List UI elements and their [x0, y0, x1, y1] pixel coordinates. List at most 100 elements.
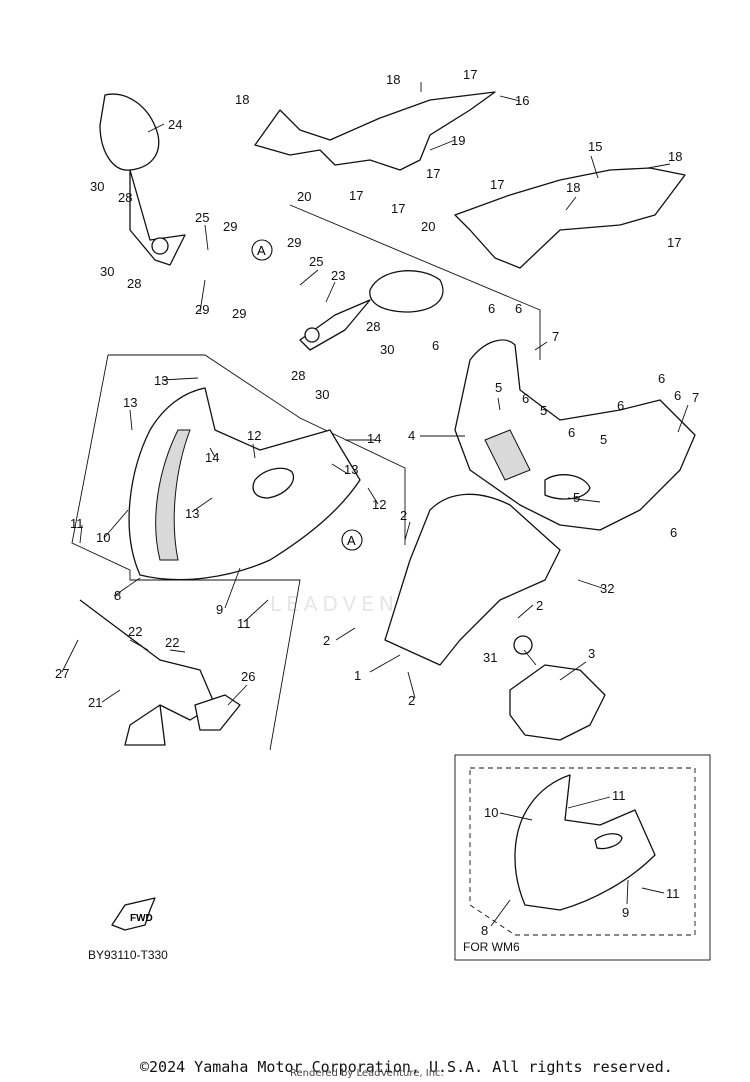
callout-6h: 6	[674, 388, 681, 403]
callout-23: 23	[331, 268, 345, 283]
callout-30d: 30	[315, 387, 329, 402]
reference-marker-a-upper: A	[251, 239, 273, 261]
callout-31: 31	[483, 650, 497, 665]
inset-callout-9: 9	[622, 905, 629, 920]
inset-callout-11b: 11	[666, 886, 680, 901]
callout-7a: 7	[552, 329, 559, 344]
callout-16: 16	[515, 93, 529, 108]
callout-6c: 6	[515, 301, 522, 316]
callout-18c: 18	[668, 149, 682, 164]
callout-11a: 11	[70, 516, 84, 531]
callout-29c: 29	[287, 235, 301, 250]
callout-6g: 6	[658, 371, 665, 386]
callout-11b: 11	[237, 616, 251, 631]
reference-marker-a-lower: A	[341, 529, 363, 551]
svg-text:A: A	[257, 243, 266, 258]
callout-5a: 5	[495, 380, 502, 395]
headlight-cover	[509, 635, 606, 741]
callout-12a: 12	[247, 428, 261, 443]
cowl-stay	[79, 599, 241, 746]
fwd-arrow-icon: FWD	[111, 897, 156, 931]
variant-label: FOR WM6	[463, 940, 520, 954]
callout-17b: 17	[349, 188, 363, 203]
callout-19: 19	[451, 133, 465, 148]
callouts: 1 2 2 2 2 3 4 5 5 5 5 6 6 6 6 6 6 6 6 6 …	[55, 67, 699, 710]
callout-20a: 20	[297, 189, 311, 204]
callout-6b: 6	[488, 301, 495, 316]
callout-28a: 28	[118, 190, 132, 205]
callout-17f: 17	[667, 235, 681, 250]
callout-6e: 6	[568, 425, 575, 440]
callout-17e: 17	[490, 177, 504, 192]
callout-6a: 6	[432, 338, 439, 353]
inset-callout-10: 10	[484, 805, 498, 820]
callout-2d: 2	[408, 693, 415, 708]
callout-5d: 5	[573, 490, 580, 505]
callout-13a: 13	[154, 373, 168, 388]
callout-13c: 13	[344, 462, 358, 477]
rendered-by-notice: Rendered by LeadVenture, Inc.	[290, 1068, 444, 1079]
callout-5c: 5	[600, 432, 607, 447]
inset-callout-11a: 11	[612, 788, 626, 803]
guide-frame-upper	[289, 204, 541, 360]
left-mirror	[99, 93, 186, 266]
callout-28b: 28	[127, 276, 141, 291]
callout-8: 8	[114, 588, 121, 603]
callout-2a: 2	[400, 508, 407, 523]
diagram-code: BY93110-T330	[88, 948, 168, 962]
callout-29d: 29	[232, 306, 246, 321]
callout-7b: 7	[692, 390, 699, 405]
inset-callout-8: 8	[481, 923, 488, 938]
callout-6d: 6	[522, 391, 529, 406]
callout-20b: 20	[421, 219, 435, 234]
leader-lines	[61, 82, 689, 706]
callout-30c: 30	[380, 342, 394, 357]
callout-3: 3	[588, 646, 595, 661]
callout-9: 9	[216, 602, 223, 617]
callout-12b: 12	[372, 497, 386, 512]
callout-28c: 28	[366, 319, 380, 334]
callout-17d: 17	[426, 166, 440, 181]
callout-5b: 5	[540, 403, 547, 418]
callout-32: 32	[600, 581, 614, 596]
callout-17c: 17	[391, 201, 405, 216]
fwd-label: FWD	[130, 913, 153, 924]
callout-18a: 18	[386, 72, 400, 87]
upper-inner-panel	[254, 91, 686, 269]
callout-17a: 17	[463, 67, 477, 82]
callout-6f: 6	[617, 398, 624, 413]
svg-text:A: A	[347, 533, 356, 548]
callout-29b: 29	[195, 302, 209, 317]
callout-27: 27	[55, 666, 69, 681]
callout-28d: 28	[291, 368, 305, 383]
callout-22b: 22	[165, 635, 179, 650]
callout-21: 21	[88, 695, 102, 710]
callout-13b: 13	[123, 395, 137, 410]
callout-22a: 22	[128, 624, 142, 639]
callout-1: 1	[354, 668, 361, 683]
callout-25b: 25	[309, 254, 323, 269]
callout-26: 26	[241, 669, 255, 684]
callout-25a: 25	[195, 210, 209, 225]
copyright-notice: ©2024 Yamaha Motor Corporation, U.S.A. A…	[140, 1058, 673, 1076]
windshield	[384, 493, 561, 666]
callout-18b: 18	[235, 92, 249, 107]
callout-30b: 30	[100, 264, 114, 279]
callout-6i: 6	[670, 525, 677, 540]
callout-15: 15	[588, 139, 602, 154]
callout-2b: 2	[536, 598, 543, 613]
callout-14a: 14	[205, 450, 219, 465]
callout-29a: 29	[223, 219, 237, 234]
front-cowl	[128, 387, 361, 581]
callout-10: 10	[96, 530, 110, 545]
lower-duct	[454, 339, 696, 531]
callout-14b: 14	[367, 431, 381, 446]
callout-24: 24	[168, 117, 182, 132]
variant-inset: 10 11 11 9 8	[454, 754, 711, 961]
right-mirror	[299, 270, 444, 351]
callout-4: 4	[408, 428, 415, 443]
callout-18d: 18	[566, 180, 580, 195]
guide-frame-left	[71, 354, 406, 751]
callout-2c: 2	[323, 633, 330, 648]
